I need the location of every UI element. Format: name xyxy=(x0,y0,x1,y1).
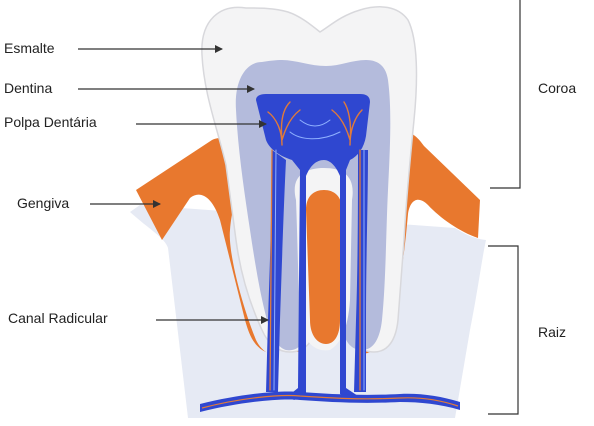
label-esmalte: Esmalte xyxy=(4,40,55,56)
gum-left xyxy=(136,138,300,355)
label-gengiva: Gengiva xyxy=(17,195,69,211)
bracket-coroa xyxy=(490,0,521,189)
pulp xyxy=(256,94,370,400)
bracket-raiz xyxy=(488,245,519,415)
label-dentina: Dentina xyxy=(4,80,52,96)
pulp-nerves xyxy=(267,101,365,391)
label-coroa: Coroa xyxy=(538,80,576,96)
base-nerve xyxy=(201,394,459,409)
dentin-furcation xyxy=(306,190,342,344)
label-canal: Canal Radicular xyxy=(8,310,108,326)
label-polpa: Polpa Dentária xyxy=(4,114,97,130)
label-raiz: Raiz xyxy=(538,324,566,340)
